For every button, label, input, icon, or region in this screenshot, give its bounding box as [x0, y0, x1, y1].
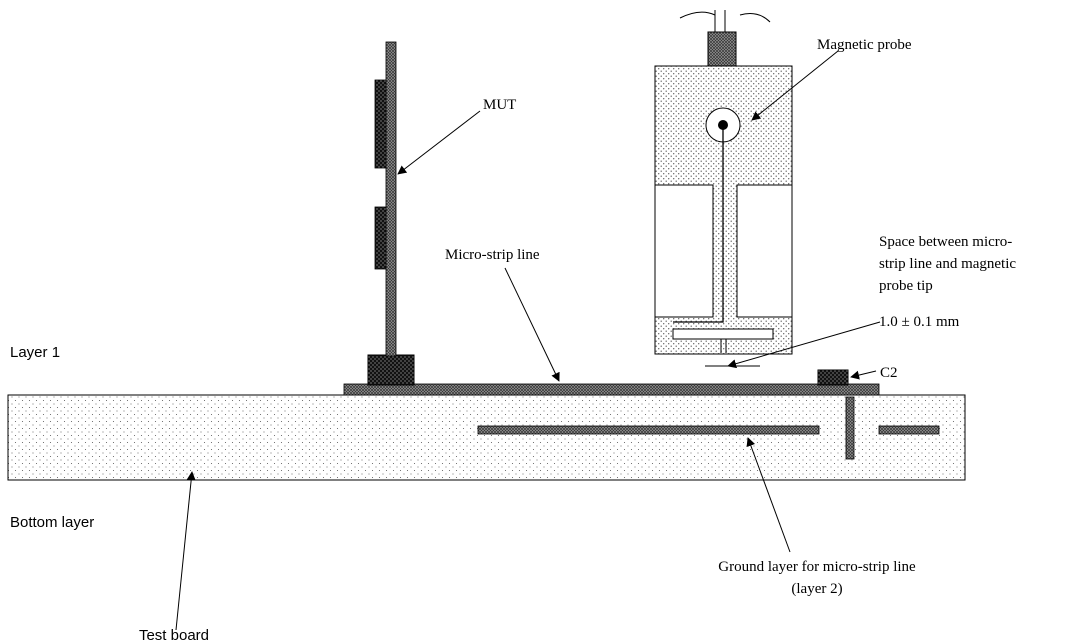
test-board-label: Test board — [139, 627, 209, 643]
c2-arrow — [850, 370, 877, 380]
space-label-line2: strip line and magnetic — [879, 256, 1016, 272]
layer1-label: Layer 1 — [10, 344, 60, 361]
micro-strip-line — [343, 383, 880, 396]
via — [845, 396, 855, 460]
mut-mount-block — [367, 354, 415, 386]
c2-label: C2 — [880, 365, 898, 381]
mut-board — [385, 41, 397, 357]
c2-component — [817, 369, 849, 386]
mut-arrow — [397, 110, 481, 175]
ground-layer-segment — [878, 425, 940, 435]
ground-layer-arrow — [746, 437, 791, 553]
space-label-line1: Space between micro- — [879, 234, 1012, 250]
magnetic-probe-arrow — [751, 50, 839, 121]
mut-component-upper — [374, 79, 387, 169]
mut-component-lower — [374, 206, 387, 270]
test-board-arrow — [175, 471, 196, 631]
magnetic-probe — [654, 10, 793, 355]
magnetic-probe-label: Magnetic probe — [817, 37, 912, 53]
probe-cutout-left — [654, 184, 714, 318]
ground-layer-label-line1: Ground layer for micro-strip line — [718, 559, 916, 575]
ground-layer-label-line2: (layer 2) — [791, 581, 842, 597]
space-value-label: 1.0 ± 0.1 mm — [879, 314, 960, 330]
micro-strip-line-arrow — [504, 267, 560, 382]
test-board — [7, 394, 966, 481]
bottom-layer-label: Bottom layer — [10, 514, 94, 531]
mut-label: MUT — [483, 97, 516, 113]
probe-signal-trace — [673, 125, 724, 323]
probe-connector — [707, 31, 737, 67]
probe-cutout-right — [736, 184, 793, 318]
space-label-line3: probe tip — [879, 278, 933, 294]
space-arrow — [727, 321, 881, 369]
ground-layer — [477, 425, 820, 435]
probe-tip-loop — [672, 328, 774, 340]
micro-strip-line-label: Micro-strip line — [445, 247, 540, 263]
